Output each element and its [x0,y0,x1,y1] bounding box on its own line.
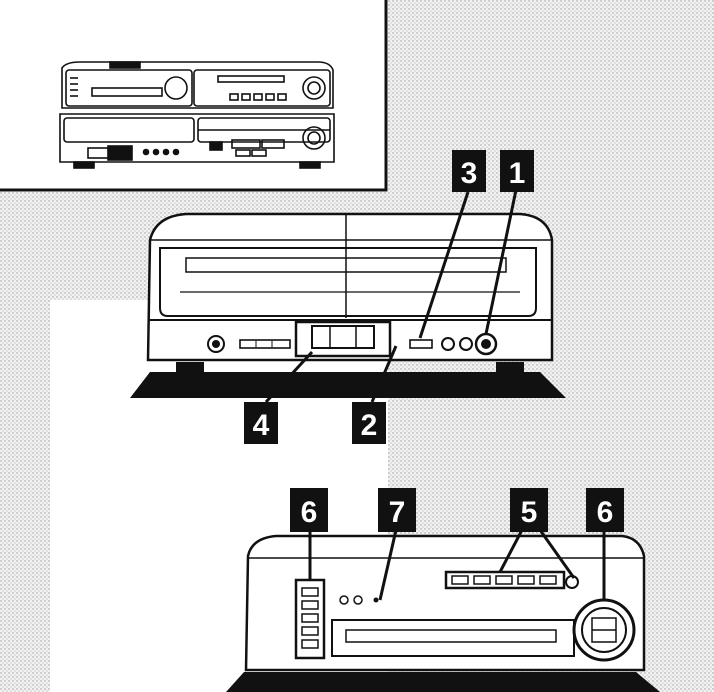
cassette-deck-illustration [130,189,566,404]
svg-text:1: 1 [509,157,526,190]
inset-lower-unit [59,113,335,169]
callout-6-left: 6 [290,488,328,532]
svg-text:5: 5 [521,496,538,529]
tuner-unit-illustration [226,528,660,692]
inset-overview [0,0,388,192]
callout-3: 3 [452,150,486,192]
svg-text:2: 2 [361,409,378,442]
svg-text:7: 7 [389,496,406,529]
callout-4: 4 [244,402,278,444]
inset-upper-unit [61,61,334,109]
svg-text:3: 3 [461,157,478,190]
svg-text:6: 6 [301,496,318,529]
callout-1: 1 [500,150,534,192]
callout-2: 2 [352,402,386,444]
svg-text:6: 6 [597,496,614,529]
callout-6-right: 6 [586,488,624,532]
callout-7: 7 [378,488,416,532]
svg-text:4: 4 [253,409,270,442]
callout-5: 5 [510,488,548,532]
